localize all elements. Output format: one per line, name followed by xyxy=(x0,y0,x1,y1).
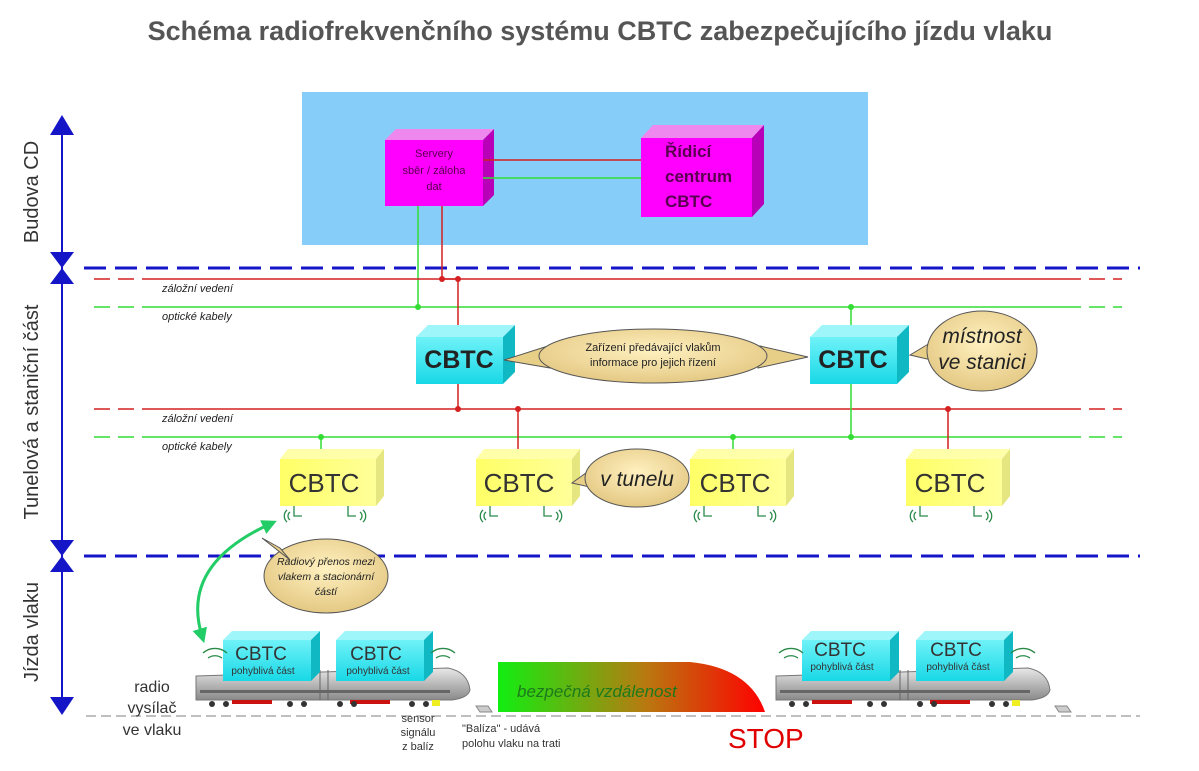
safe-distance-label: bezpečná vzdálenost xyxy=(517,682,678,701)
train-cbtc-label-3: CBTC xyxy=(814,640,866,661)
server-label-3: dat xyxy=(426,181,441,193)
tunnel-cbtc-label-1: CBTC xyxy=(289,468,360,498)
stop-label: STOP xyxy=(728,723,804,754)
tunnel-cbtc-box-1 xyxy=(280,449,384,506)
sensor-label-1: sensor xyxy=(401,713,434,725)
station-bubble xyxy=(503,328,809,384)
junction-dot xyxy=(439,276,445,282)
junction-dot xyxy=(848,434,854,440)
station-cbtc-label-left: CBTC xyxy=(424,346,493,374)
tunnel-cbtc-label-2: CBTC xyxy=(484,468,555,498)
cable-group-upper xyxy=(94,278,1122,308)
cable-group-lower xyxy=(94,408,1122,438)
junction-dot xyxy=(515,406,521,412)
radio-bubble-line-2: vlakem a stacionární xyxy=(278,571,375,583)
station-cbtc-box-right xyxy=(810,325,909,384)
balise-label-1: "Balíza" - udává xyxy=(462,723,541,735)
safe-distance-zone xyxy=(498,662,765,712)
server-label-2: sběr / záloha xyxy=(403,165,467,177)
radio-label-1: radio xyxy=(134,679,170,696)
zone-label-train: Jízda vlaku xyxy=(21,582,43,682)
diagram-title: Schéma radiofrekvenčního systému CBTC za… xyxy=(148,16,1053,46)
train-cbtc-box-2 xyxy=(336,631,433,681)
train-cbtc-box-1 xyxy=(223,631,320,681)
control-center-label-3: CBTC xyxy=(665,192,712,211)
radio-label-3: ve vlaku xyxy=(123,722,182,739)
radio-bubble-line-3: částí xyxy=(315,586,338,598)
backup-line-label-2: záložní vedení xyxy=(161,413,234,425)
tunnel-cbtc-box-3 xyxy=(690,449,794,506)
sensor-label-3: z balíz xyxy=(402,741,434,753)
train-cbtc-sub-3: pohyblivá část xyxy=(810,662,874,673)
optic-line-label-2: optické kabely xyxy=(162,441,233,453)
station-room-bubble xyxy=(908,310,1038,392)
train-cbtc-label-1: CBTC xyxy=(235,644,287,665)
junction-dot xyxy=(455,406,461,412)
tunnel-cbtc-label-3: CBTC xyxy=(700,468,771,498)
optic-line-label-1: optické kabely xyxy=(162,311,233,323)
control-center-label-2: centrum xyxy=(665,167,732,186)
junction-dot xyxy=(945,406,951,412)
tunnel-bubble xyxy=(570,448,690,508)
train-cbtc-label-2: CBTC xyxy=(350,644,402,665)
station-cbtc-label-right: CBTC xyxy=(818,346,887,374)
balise-marker xyxy=(1054,705,1072,713)
train-cbtc-box-4 xyxy=(916,631,1013,681)
station-bubble-line-2: informace pro jejich řízení xyxy=(590,357,716,369)
train-cbtc-sub-1: pohyblivá část xyxy=(231,666,295,677)
control-center-box xyxy=(641,125,764,217)
tunnel-bubble-label: v tunelu xyxy=(600,468,674,491)
radio-label-2: vysílač xyxy=(128,700,177,717)
train-cbtc-box-3 xyxy=(802,631,899,681)
balise-marker xyxy=(475,705,493,713)
antenna-icon xyxy=(283,506,993,523)
zone-label-building: Budova CD xyxy=(21,141,43,243)
station-bubble-line-1: Zařízení předávající vlakům xyxy=(585,342,720,354)
zone-axis xyxy=(50,115,74,715)
junction-dot xyxy=(415,304,421,310)
radio-link-arrow xyxy=(192,520,277,644)
server-label-1: Servery xyxy=(415,148,453,160)
balise-label-2: polohu vlaku na trati xyxy=(462,738,560,750)
zone-label-tunnel: Tunelová a staniční část xyxy=(21,304,43,519)
train-cbtc-sub-2: pohyblivá část xyxy=(346,666,410,677)
train-antenna-icon xyxy=(202,647,1036,659)
tunnel-cbtc-box-4 xyxy=(906,449,1010,506)
junction-dot xyxy=(730,434,736,440)
room-bubble-line-2: ve stanici xyxy=(938,351,1027,374)
backup-line-label-1: záložní vedení xyxy=(161,283,234,295)
radio-bubble-line-1: Radiový přenos mezi xyxy=(277,556,376,568)
junction-dot xyxy=(318,434,324,440)
tunnel-cbtc-box-2 xyxy=(476,449,580,506)
sensor-label-2: signálu xyxy=(401,727,436,739)
control-center-label-1: Řídicí xyxy=(665,142,713,161)
room-bubble-line-1: místnost xyxy=(942,325,1023,348)
tunnel-cbtc-label-4: CBTC xyxy=(915,468,986,498)
train-cbtc-label-4: CBTC xyxy=(930,640,982,661)
station-cbtc-box-left xyxy=(416,325,515,384)
server-box xyxy=(385,129,494,206)
train-cbtc-sub-4: pohyblivá část xyxy=(926,662,990,673)
